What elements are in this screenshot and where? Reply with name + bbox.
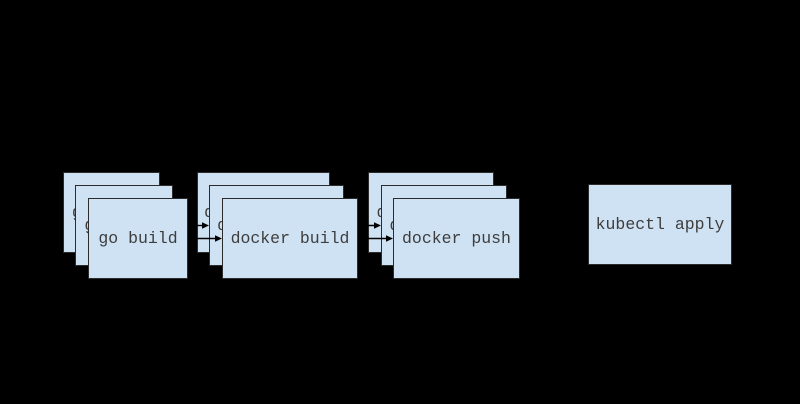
stage-label: go build — [98, 229, 178, 248]
stage-box-go-build-front: go build — [88, 198, 188, 279]
stage-box-kubectl-apply: kubectl apply — [588, 184, 732, 265]
stage-label: docker build — [230, 229, 350, 248]
stage-box-docker-build-front: docker build — [222, 198, 358, 279]
arrow-docker-build-to-docker-push — [358, 222, 393, 242]
stage-label: docker push — [402, 229, 511, 248]
stage-label: kubectl apply — [595, 215, 725, 234]
arrow-go-build-to-docker-build — [188, 222, 222, 242]
stage-box-docker-push-front: docker push — [393, 198, 520, 279]
